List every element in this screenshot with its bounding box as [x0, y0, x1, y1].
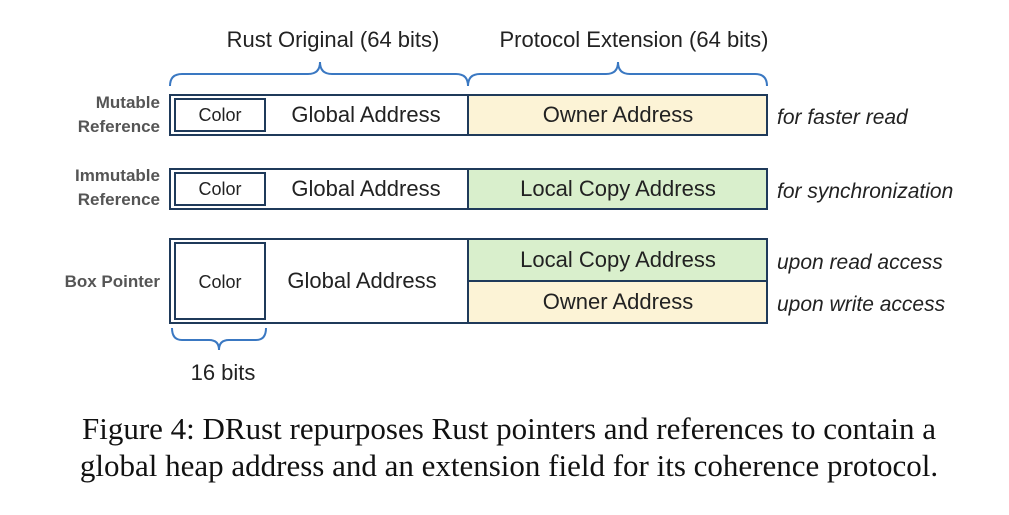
color-width-label: 16 bits — [191, 360, 256, 385]
mutable-color-field — [174, 98, 266, 132]
mutable-extension-field — [467, 94, 768, 136]
box-extension-bottom-label: Owner Address — [543, 289, 693, 314]
box-note-bottom: upon write access — [777, 293, 946, 316]
box-color-label: Color — [198, 272, 241, 292]
rust-original-header: Rust Original (64 bits) — [227, 27, 440, 52]
box-extension-top-label: Local Copy Address — [520, 247, 716, 272]
immutable-global-address: Global Address — [291, 176, 440, 201]
box-pointer-label: Box Pointer — [65, 272, 161, 291]
box-pointer-row: Box Pointer Color Global Address Local C… — [65, 238, 946, 324]
mutable-label-line1: Mutable — [96, 93, 160, 112]
immutable-color-label: Color — [198, 179, 241, 199]
protocol-extension-brace — [467, 61, 768, 87]
box-note-top: upon read access — [777, 251, 943, 274]
immutable-extension-label: Local Copy Address — [520, 176, 716, 201]
immutable-color-field — [174, 172, 266, 206]
box-global-address: Global Address — [287, 268, 436, 293]
rust-original-brace — [169, 61, 469, 87]
caption-line-2: global heap address and an extension fie… — [79, 448, 939, 483]
mutable-label-line2: Reference — [78, 117, 160, 136]
immutable-label-line2: Reference — [78, 190, 160, 209]
mutable-note: for faster read — [777, 106, 909, 129]
mutable-color-label: Color — [198, 105, 241, 125]
mutable-extension-label: Owner Address — [543, 102, 693, 127]
figure-caption: Figure 4: DRust repurposes Rust pointers… — [24, 410, 994, 484]
box-extension-top-field — [467, 238, 768, 282]
box-extension-bottom-field — [467, 280, 768, 324]
immutable-note: for synchronization — [777, 180, 953, 203]
mutable-reference-row: Mutable Reference Color Global Address O… — [78, 93, 909, 136]
mutable-global-address: Global Address — [291, 102, 440, 127]
immutable-reference-row: Immutable Reference Color Global Address… — [75, 166, 953, 210]
color-width-brace — [171, 327, 267, 351]
protocol-extension-header: Protocol Extension (64 bits) — [499, 27, 768, 52]
caption-line-1: Figure 4: DRust repurposes Rust pointers… — [81, 411, 936, 446]
pointer-layout-diagram: Rust Original (64 bits) Protocol Extensi… — [65, 27, 954, 385]
box-color-field — [174, 242, 266, 320]
immutable-extension-field — [467, 168, 768, 210]
immutable-label-line1: Immutable — [75, 166, 160, 185]
